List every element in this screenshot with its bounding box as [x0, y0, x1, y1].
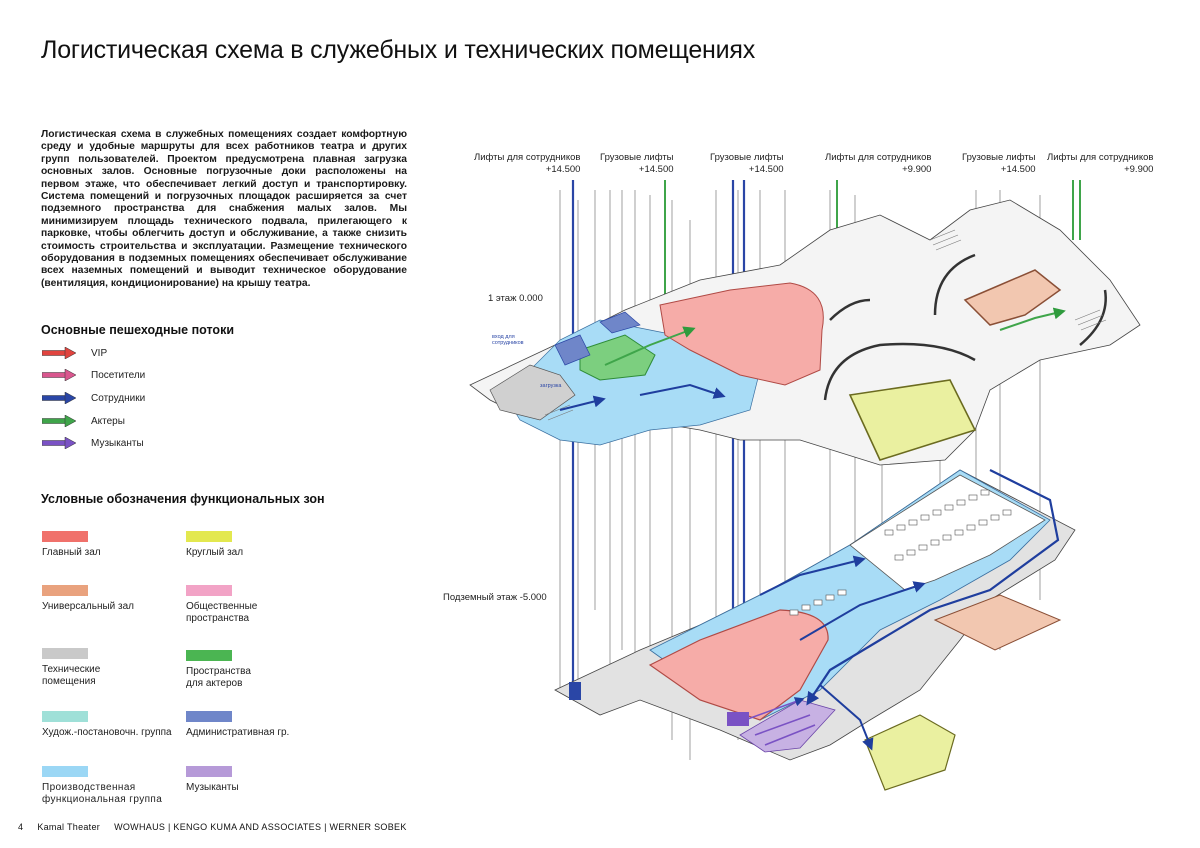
- zone-swatch: [42, 711, 88, 722]
- zone-swatch: [42, 648, 88, 659]
- footer: 4 Kamal Theater WOWHAUS | KENGO KUMA AND…: [18, 822, 407, 832]
- lift-label: Грузовые лифты +14.500: [962, 152, 1036, 175]
- zone-label: Круглый зал: [186, 547, 244, 558]
- zone-swatch: [42, 531, 88, 542]
- zone-swatch: [42, 766, 88, 777]
- zone-main-hall: Главный зал: [42, 531, 101, 559]
- flows-heading: Основные пешеходные потоки: [41, 323, 235, 337]
- loading-label: загрузка: [540, 383, 562, 389]
- lift-label: Лифты для сотрудников +14.500: [474, 152, 581, 175]
- arrow-icon: [42, 415, 76, 427]
- lift-label: Лифты для сотрудников +9.900: [825, 152, 932, 175]
- zone-label: Общественные пространства: [186, 601, 258, 624]
- zone-swatch: [42, 585, 88, 596]
- arrow-icon: [42, 437, 76, 449]
- lift-label: Лифты для сотрудников +9.900: [1047, 152, 1154, 175]
- page-title: Логистическая схема в служебных и технич…: [41, 36, 756, 64]
- zone-actors: Пространства для актеров: [186, 650, 251, 690]
- lift-label: Грузовые лифты +14.500: [710, 152, 784, 175]
- flow-label: Актеры: [91, 415, 125, 427]
- zone-label: Худож.-постановочн. группа: [42, 727, 172, 738]
- lift-label: Грузовые лифты +14.500: [600, 152, 674, 175]
- flow-label: Сотрудники: [91, 392, 146, 404]
- flow-item-musicians: Музыканты: [42, 437, 144, 449]
- zones-heading: Условные обозначения функциональных зон: [41, 492, 325, 506]
- zone-production: Производственная функциональная группа: [42, 766, 162, 806]
- staff-entrance-label: вход для сотрудников: [492, 334, 524, 346]
- flow-item-actors: Актеры: [42, 415, 125, 427]
- zone-label: Музыканты: [186, 782, 239, 793]
- flow-item-staff: Сотрудники: [42, 392, 145, 404]
- arrow-icon: [42, 369, 76, 381]
- flow-label: Музыканты: [91, 437, 144, 449]
- zone-label: Административная гр.: [186, 727, 290, 738]
- footer-authors: WOWHAUS | KENGO KUMA AND ASSOCIATES | WE…: [114, 822, 407, 832]
- zone-swatch: [186, 650, 232, 661]
- flow-item-visitors: Посетители: [42, 369, 145, 381]
- project-name: Kamal Theater: [37, 822, 101, 832]
- level-label-underground: Подземный этаж -5.000: [443, 592, 547, 603]
- zone-label: Производственная функциональная группа: [42, 782, 163, 805]
- zone-musicians: Музыканты: [186, 766, 239, 794]
- arrow-icon: [42, 392, 76, 404]
- zone-swatch: [186, 711, 232, 722]
- arrow-icon: [42, 347, 76, 359]
- zone-technical: Технические помещения: [42, 648, 100, 688]
- flow-label: Посетители: [91, 369, 146, 381]
- description-text: Логистическая схема в служебных помещени…: [41, 129, 407, 289]
- level-label-ground: 1 этаж 0.000: [488, 293, 543, 304]
- zone-art-production: Худож.-постановочн. группа: [42, 711, 172, 739]
- zone-administration: Административная гр.: [186, 711, 289, 739]
- zone-swatch: [186, 531, 232, 542]
- zone-label: Главный зал: [42, 547, 101, 558]
- page-number: 4: [18, 822, 24, 832]
- logistics-axonometric-diagram: [469, 180, 1141, 791]
- zone-swatch: [186, 585, 232, 596]
- zone-label: Пространства для актеров: [186, 666, 251, 689]
- zone-label: Технические помещения: [42, 664, 101, 687]
- zone-public-spaces: Общественные пространства: [186, 585, 257, 625]
- zone-universal-hall: Универсальный зал: [42, 585, 134, 613]
- flow-label: VIP: [91, 347, 108, 359]
- flow-item-vip: VIP: [42, 347, 107, 359]
- zone-round-hall: Круглый зал: [186, 531, 243, 559]
- zone-swatch: [186, 766, 232, 777]
- zone-label: Универсальный зал: [42, 601, 134, 612]
